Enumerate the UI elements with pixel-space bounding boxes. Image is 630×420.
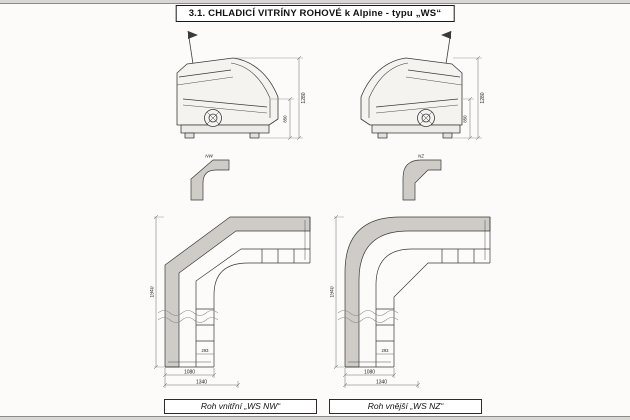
- plan-left-dimensions: [153, 214, 241, 388]
- case-section-right: [360, 30, 463, 139]
- dim-label: 1340: [376, 380, 387, 386]
- corner-element: [402, 159, 442, 201]
- case-section-left: [176, 30, 279, 139]
- mini-label: NZ: [418, 154, 424, 159]
- dim-label: 850: [283, 115, 288, 123]
- side-right-dimensions: [453, 55, 482, 141]
- break-line: [157, 310, 219, 316]
- caption-outer-corner: Roh vnější „WS NZ“: [329, 399, 482, 414]
- dim-label: 1280: [480, 92, 486, 103]
- dim-label: 1280: [301, 92, 307, 103]
- page: 3.1. CHLADICÍ VITRÍNY ROHOVÉ k Alpine - …: [0, 3, 630, 417]
- plan-view-outer-corner-drawing: 1080 1340 1940 293: [330, 214, 491, 388]
- side-view-right-drawing: 1280 850: [360, 30, 486, 141]
- break-line: [337, 317, 399, 323]
- mini-label: NW: [205, 154, 213, 159]
- price-flag-icon: [188, 31, 198, 39]
- dim-label: 293: [202, 348, 210, 353]
- mini-corner-right-drawing: NZ: [402, 154, 442, 201]
- page-title: 3.1. CHLADICÍ VITRÍNY ROHOVÉ k Alpine - …: [175, 5, 455, 22]
- dim-label: 293: [382, 348, 390, 353]
- break-line: [157, 317, 219, 323]
- break-line: [337, 310, 399, 316]
- mini-corner-left-drawing: NW: [190, 154, 230, 201]
- caption-inner-corner: Roh vnitřní „WS NW“: [164, 399, 317, 414]
- dim-label: 1940: [330, 286, 336, 297]
- dim-label: 1340: [196, 380, 207, 386]
- side-left-dimensions: [234, 55, 303, 141]
- plan-right-dimensions: [333, 214, 421, 388]
- plan-view-inner-corner-drawing: 1080 1340 1940 293: [150, 214, 311, 388]
- corner-element: [190, 159, 230, 201]
- dim-label: 1940: [150, 286, 156, 297]
- counter-plan-left: [157, 216, 311, 368]
- side-view-left-drawing: 1280 850: [176, 30, 307, 141]
- price-flag-icon: [441, 31, 451, 39]
- dim-label: 1080: [184, 370, 195, 376]
- dim-label: 1080: [364, 370, 375, 376]
- dim-label: 850: [463, 115, 468, 123]
- counter-plan-right: [337, 216, 491, 368]
